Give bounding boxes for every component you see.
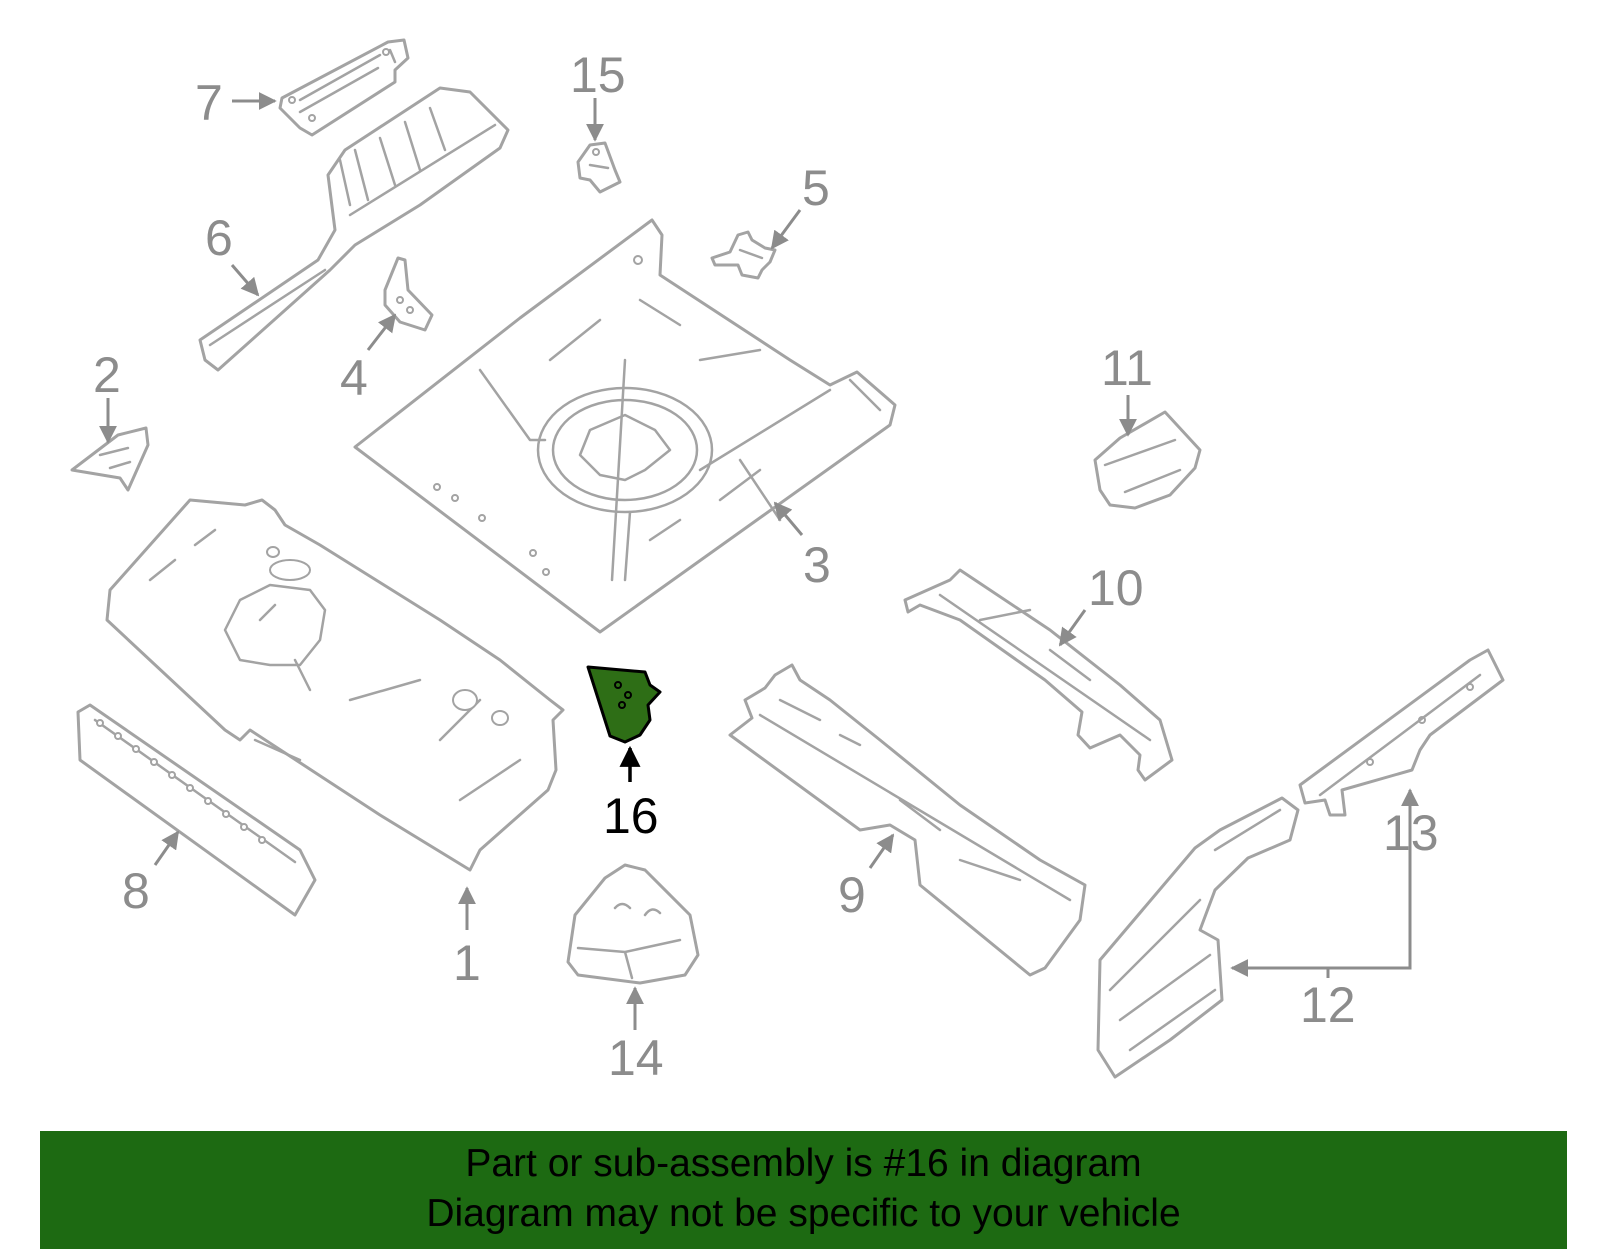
callout-15[interactable]: 15 xyxy=(570,47,626,103)
part-9[interactable] xyxy=(728,663,1087,977)
part-13[interactable] xyxy=(1298,648,1505,817)
part-3[interactable] xyxy=(353,218,897,634)
callout-1[interactable]: 1 xyxy=(453,935,481,991)
part-1[interactable] xyxy=(105,498,565,872)
callout-16-highlighted[interactable]: 16 xyxy=(603,788,659,844)
banner-line-1: Part or sub-assembly is #16 in diagram xyxy=(465,1142,1142,1185)
part-7[interactable] xyxy=(278,38,410,137)
callout-11[interactable]: 11 xyxy=(1101,340,1153,396)
callout-labels: 1 2 3 4 5 6 7 8 9 10 11 12 13 14 15 16 xyxy=(93,47,1439,1086)
leader-lines xyxy=(99,92,1419,1030)
part-8-holes xyxy=(96,719,266,844)
part-11[interactable] xyxy=(1093,410,1202,510)
callout-10[interactable]: 10 xyxy=(1088,560,1144,616)
part-15[interactable] xyxy=(576,141,622,194)
callout-12[interactable]: 12 xyxy=(1300,977,1356,1033)
callout-7[interactable]: 7 xyxy=(195,75,223,131)
callout-6[interactable]: 6 xyxy=(205,210,233,266)
callout-2[interactable]: 2 xyxy=(93,347,121,403)
part-5[interactable] xyxy=(710,230,777,280)
callout-14[interactable]: 14 xyxy=(608,1030,664,1086)
part-6[interactable] xyxy=(198,86,510,372)
callout-4[interactable]: 4 xyxy=(340,350,368,406)
part-12[interactable] xyxy=(1096,796,1300,1079)
parts-diagram: 1 2 3 4 5 6 7 8 9 10 11 12 13 14 15 16 xyxy=(70,38,1505,1086)
part-8[interactable] xyxy=(76,703,317,917)
callout-8[interactable]: 8 xyxy=(122,863,150,919)
info-banner: Part or sub-assembly is #16 in diagram D… xyxy=(40,1131,1567,1249)
banner-line-2: Diagram may not be specific to your vehi… xyxy=(426,1192,1181,1235)
callout-9[interactable]: 9 xyxy=(838,867,866,923)
part-14[interactable] xyxy=(566,863,700,985)
part-10[interactable] xyxy=(903,568,1174,782)
callout-3[interactable]: 3 xyxy=(803,537,831,593)
part-16-highlighted[interactable] xyxy=(586,665,662,744)
callout-13[interactable]: 13 xyxy=(1383,805,1439,861)
part-4[interactable] xyxy=(383,256,434,332)
callout-5[interactable]: 5 xyxy=(802,160,830,216)
part-2[interactable] xyxy=(70,426,150,492)
